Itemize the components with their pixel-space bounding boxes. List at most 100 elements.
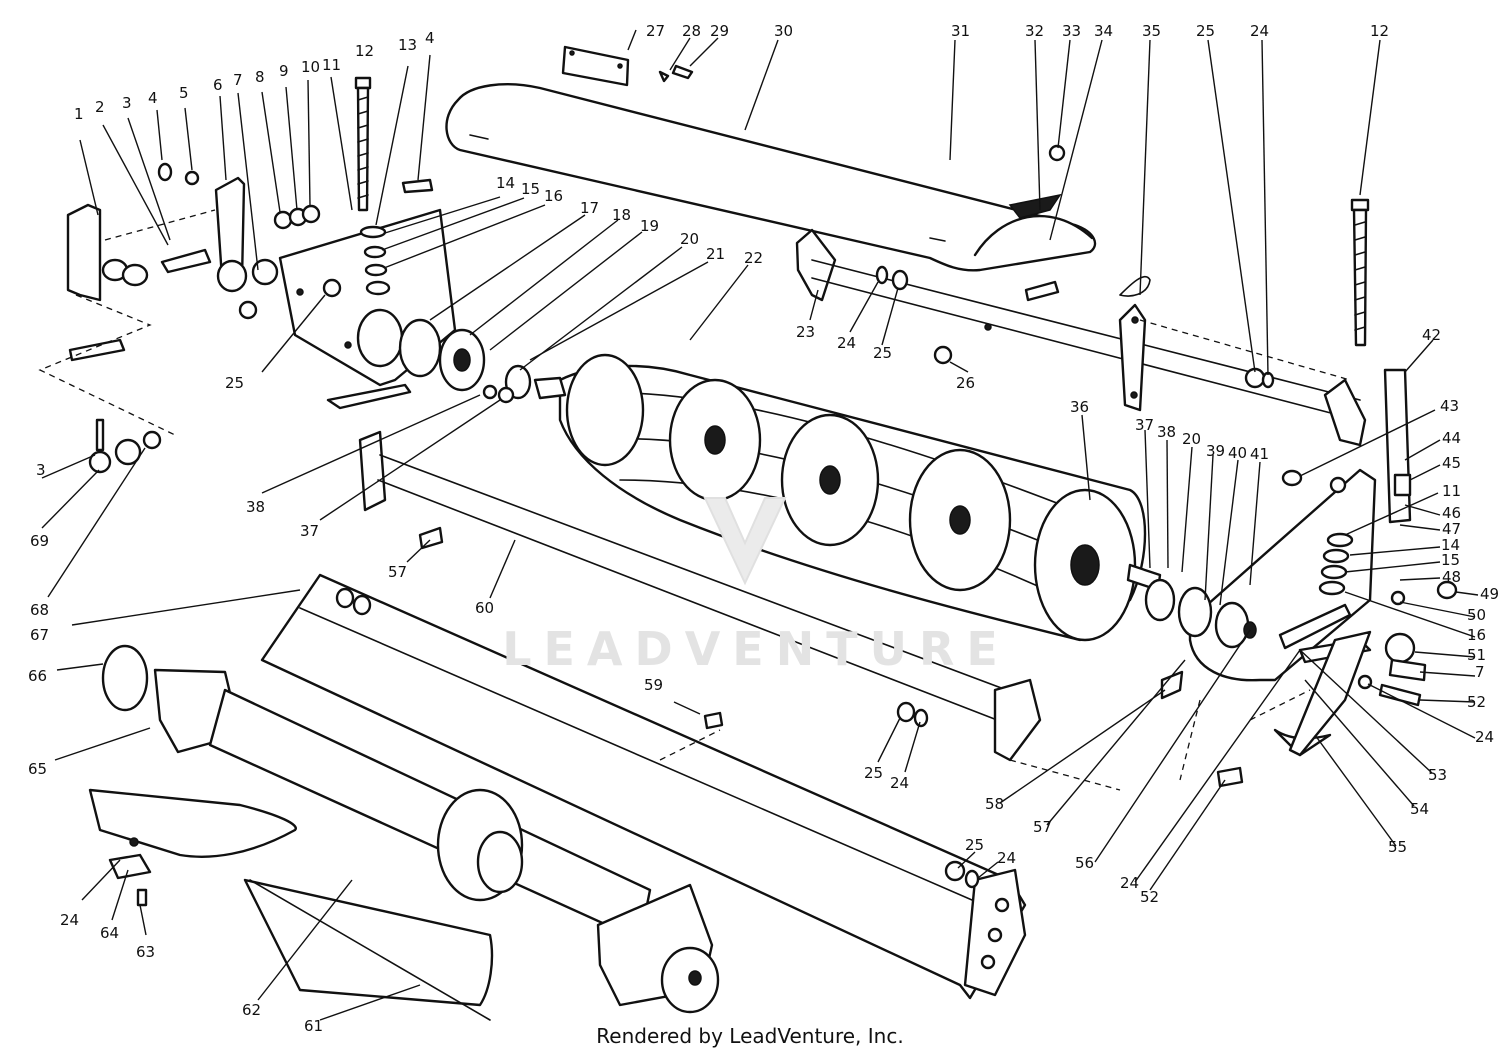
side-bracket-right bbox=[1118, 275, 1151, 412]
callout-label: 3 bbox=[122, 94, 132, 112]
callout-label: 15 bbox=[1441, 551, 1460, 569]
callout-label: 46 bbox=[1442, 504, 1461, 522]
callout-label: 17 bbox=[580, 199, 599, 217]
callout-label: 67 bbox=[30, 626, 49, 644]
adjuster-bolt-right bbox=[1350, 198, 1370, 347]
callout-label: 3 bbox=[36, 461, 46, 479]
callout-label: 33 bbox=[1062, 22, 1081, 40]
reel-shield bbox=[445, 83, 1097, 272]
assembly-guide-lines bbox=[38, 209, 1351, 791]
callout-label: 48 bbox=[1442, 568, 1461, 586]
callout-label: 8 bbox=[255, 68, 265, 86]
callout-label: 28 bbox=[682, 22, 701, 40]
callout-label: 10 bbox=[301, 58, 320, 76]
callout-label: 40 bbox=[1228, 444, 1247, 462]
callout-label: 66 bbox=[28, 667, 47, 685]
small-hardware-left bbox=[88, 418, 162, 474]
callout-label: 57 bbox=[1033, 818, 1052, 836]
callout-label: 47 bbox=[1442, 520, 1461, 538]
callout-label: 31 bbox=[951, 22, 970, 40]
callout-label: 5 bbox=[179, 84, 189, 102]
callout-label: 38 bbox=[1157, 423, 1176, 441]
callout-label: 11 bbox=[322, 56, 341, 74]
callout-label: 1 bbox=[74, 105, 84, 123]
callout-label: 22 bbox=[744, 249, 763, 267]
callout-label: 63 bbox=[136, 943, 155, 961]
callout-label: 23 bbox=[796, 323, 815, 341]
callout-label: 38 bbox=[246, 498, 265, 516]
callout-label: 19 bbox=[640, 217, 659, 235]
callout-label: 16 bbox=[544, 187, 563, 205]
callout-label: 54 bbox=[1410, 800, 1429, 818]
callout-label: 52 bbox=[1467, 693, 1486, 711]
callout-label: 34 bbox=[1094, 22, 1113, 40]
callout-label: 30 bbox=[774, 22, 793, 40]
callout-label: 50 bbox=[1467, 606, 1486, 624]
callout-label: 7 bbox=[233, 71, 243, 89]
reel-cutting-unit bbox=[533, 353, 1162, 642]
name-plate bbox=[561, 45, 694, 87]
callout-label: 14 bbox=[1441, 536, 1460, 554]
callout-leaders bbox=[41, 29, 1479, 1021]
callout-label: 35 bbox=[1142, 22, 1161, 40]
callout-labels: 1 2 3 3 4 4 5 6 7 7 8 9 10 11 11 12 12 1… bbox=[28, 22, 1499, 1035]
callout-label: 4 bbox=[148, 89, 158, 107]
callout-label: 25 bbox=[225, 374, 244, 392]
callout-label: 53 bbox=[1428, 766, 1447, 784]
callout-label: 24 bbox=[890, 774, 909, 792]
callout-label: 21 bbox=[706, 245, 725, 263]
callout-label: 25 bbox=[965, 836, 984, 854]
left-side-plate bbox=[238, 208, 457, 410]
callout-label: 43 bbox=[1440, 397, 1459, 415]
callout-label: 56 bbox=[1075, 854, 1094, 872]
callout-label: 26 bbox=[956, 374, 975, 392]
callout-label: 11 bbox=[1442, 482, 1461, 500]
callout-label: 13 bbox=[398, 36, 417, 54]
callout-label: 6 bbox=[213, 76, 223, 94]
callout-label: 57 bbox=[388, 563, 407, 581]
left-bracket-parts bbox=[66, 162, 434, 362]
callout-label: 61 bbox=[304, 1017, 323, 1035]
callout-label: 24 bbox=[60, 911, 79, 929]
credit-text: Rendered by LeadVenture, Inc. bbox=[596, 1024, 904, 1048]
callout-label: 7 bbox=[1475, 663, 1485, 681]
callout-label: 16 bbox=[1467, 626, 1486, 644]
callout-label: 37 bbox=[1135, 416, 1154, 434]
callout-label: 4 bbox=[425, 29, 435, 47]
callout-label: 14 bbox=[496, 174, 515, 192]
callout-label: 62 bbox=[242, 1001, 261, 1019]
callout-label: 15 bbox=[521, 180, 540, 198]
callout-label: 25 bbox=[864, 764, 883, 782]
callout-label: 20 bbox=[680, 230, 699, 248]
callout-label: 18 bbox=[612, 206, 631, 224]
callout-label: 60 bbox=[475, 599, 494, 617]
callout-label: 39 bbox=[1206, 442, 1225, 460]
right-hardware bbox=[1160, 469, 1458, 788]
callout-label: 24 bbox=[1120, 874, 1139, 892]
callout-label: 42 bbox=[1422, 326, 1441, 344]
callout-label: 55 bbox=[1388, 838, 1407, 856]
adjuster-bolt-left bbox=[354, 76, 391, 296]
callout-label: 37 bbox=[300, 522, 319, 540]
callout-label: 45 bbox=[1442, 454, 1461, 472]
callout-label: 65 bbox=[28, 760, 47, 778]
bed-knife bbox=[260, 573, 1027, 1000]
callout-label: 24 bbox=[1250, 22, 1269, 40]
callout-label: 49 bbox=[1480, 585, 1499, 603]
callout-label: 32 bbox=[1025, 22, 1044, 40]
callout-label: 29 bbox=[710, 22, 729, 40]
callout-label: 41 bbox=[1250, 445, 1269, 463]
front-roller bbox=[101, 644, 720, 1014]
callout-label: 20 bbox=[1182, 430, 1201, 448]
callout-label: 44 bbox=[1442, 429, 1461, 447]
callout-label: 68 bbox=[30, 601, 49, 619]
callout-label: 52 bbox=[1140, 888, 1159, 906]
callout-label: 12 bbox=[1370, 22, 1389, 40]
misc-hardware bbox=[418, 144, 1275, 889]
callout-label: 12 bbox=[355, 42, 374, 60]
callout-label: 24 bbox=[1475, 728, 1494, 746]
callout-label: 64 bbox=[100, 924, 119, 942]
callout-label: 24 bbox=[997, 849, 1016, 867]
